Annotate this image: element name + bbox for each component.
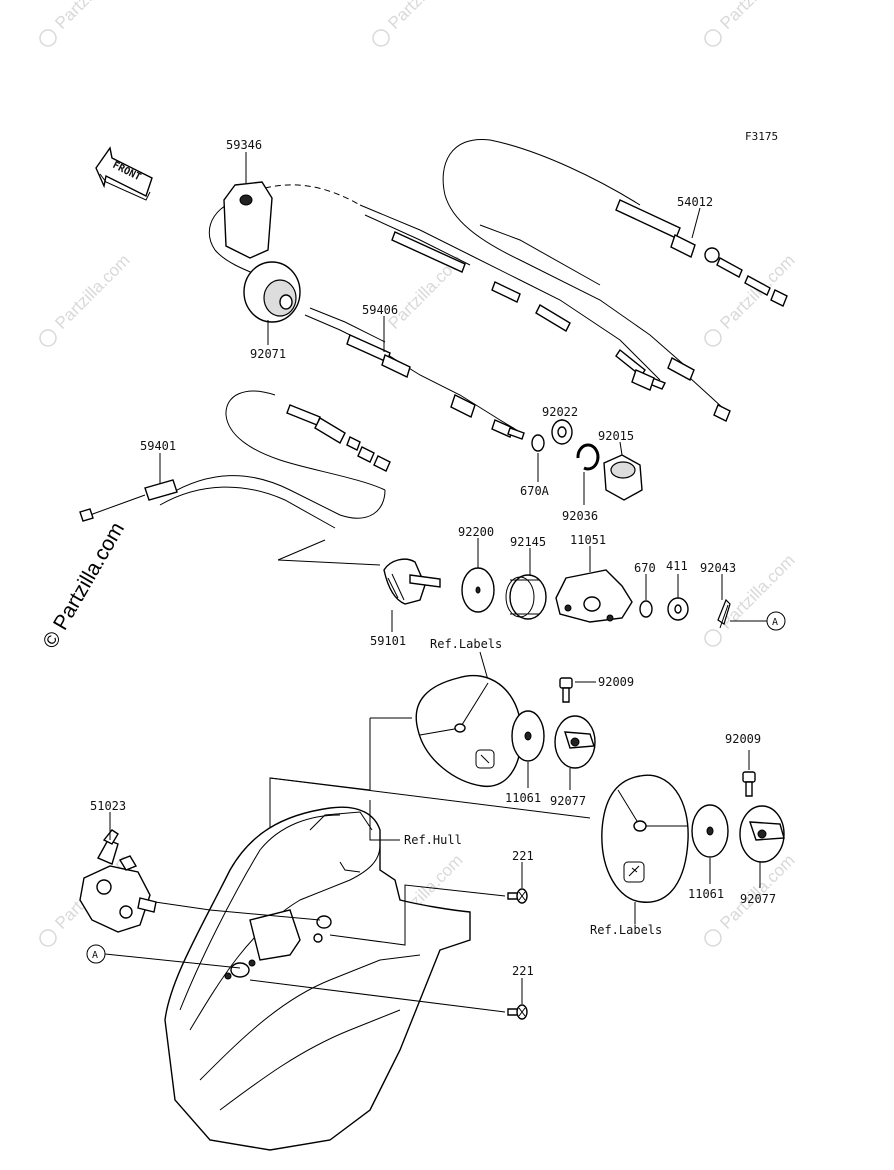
callout-51023: 51023 (90, 799, 126, 813)
leader-54012 (691, 207, 701, 239)
leader-ref-labels-1 (479, 651, 489, 681)
callout-92145: 92145 (510, 535, 546, 549)
callout-92015: 92015 (598, 429, 634, 443)
watermark-text: Partzilla.com (51, 251, 133, 333)
guide-line-2 (269, 777, 591, 819)
callout-54012: 54012 (677, 195, 713, 209)
callout-92077-1: 92077 (550, 794, 586, 808)
watermark-text: Partzilla.com (384, 0, 466, 33)
part-670-oring (639, 600, 653, 618)
callout-92043: 92043 (700, 561, 736, 575)
callout-11051: 11051 (570, 533, 606, 547)
part-670A-oring (531, 434, 545, 452)
callout-ref-hull: Ref.Hull (404, 833, 462, 847)
callout-221-1: 221 (512, 849, 534, 863)
part-92022-washer (551, 419, 573, 445)
callout-59406: 59406 (362, 303, 398, 317)
part-ref-labels-2 (601, 774, 689, 903)
callout-92009-2: 92009 (725, 732, 761, 746)
callout-ref-labels-2: Ref.Labels (590, 923, 662, 937)
callout-ref-labels-1: Ref.Labels (430, 637, 502, 651)
marker-a-2: A (86, 944, 106, 964)
leader-221-1-hull (329, 884, 506, 946)
part-92071-grommet (243, 261, 301, 323)
part-411-washer (667, 597, 689, 621)
callout-411: 411 (666, 559, 688, 573)
cable-59401 (79, 390, 391, 566)
part-11061-disc-1 (511, 710, 545, 762)
figure-code: F3175 (745, 130, 778, 143)
leader-valve-hull (154, 901, 321, 921)
part-92077-knob-2 (739, 805, 785, 863)
callout-59346: 59346 (226, 138, 262, 152)
callout-92009-1: 92009 (598, 675, 634, 689)
callout-11061-1: 11061 (505, 791, 541, 805)
callout-92022: 92022 (542, 405, 578, 419)
part-221-screw-2 (507, 1004, 528, 1020)
part-92036-lockwasher (576, 443, 600, 471)
copyright-text: © Partzilla.com (38, 518, 129, 652)
part-221-screw-1 (507, 888, 528, 904)
part-92145-spring (505, 574, 547, 620)
part-92009-screw-1 (559, 677, 573, 703)
marker-a-label: A (772, 617, 778, 628)
part-51023-valve (79, 829, 157, 933)
watermark-text: Partzilla.com (716, 0, 798, 33)
callout-92071: 92071 (250, 347, 286, 361)
cable-54012 (442, 138, 788, 422)
part-92200-washer (461, 567, 495, 613)
callout-221-2: 221 (512, 964, 534, 978)
callout-59101: 59101 (370, 634, 406, 648)
part-ref-hull (164, 806, 471, 1151)
leader-marker-a2 (104, 953, 241, 969)
part-59101-lever (383, 558, 441, 605)
part-92015-nut (603, 454, 643, 501)
callout-92077-2: 92077 (740, 892, 776, 906)
cable-59406 (208, 184, 666, 440)
marker-a-1: A (766, 611, 786, 631)
callout-92036: 92036 (562, 509, 598, 523)
part-11061-disc-2 (691, 804, 729, 858)
marker-a-label: A (92, 950, 98, 961)
part-92077-knob-1 (554, 715, 596, 769)
callout-59401: 59401 (140, 439, 176, 453)
callout-670: 670 (634, 561, 656, 575)
leader-ref-hull (369, 800, 400, 841)
leader-221-2-hull (249, 979, 506, 1013)
part-59346-boot (223, 181, 273, 259)
callout-11061-2: 11061 (688, 887, 724, 901)
watermark-text: Partzilla.com (51, 0, 133, 33)
front-arrow-icon: FRONT (95, 146, 153, 201)
callout-92200: 92200 (458, 525, 494, 539)
part-92009-screw-2 (742, 771, 756, 797)
callout-670A: 670A (520, 484, 550, 498)
part-ref-labels-1 (415, 674, 522, 787)
leader-92015 (619, 441, 623, 456)
watermark-layer: Partzilla.com Partzilla.com Partzilla.co… (39, 0, 799, 947)
part-11051-bracket (555, 569, 633, 623)
part-92043-clip (717, 598, 731, 629)
